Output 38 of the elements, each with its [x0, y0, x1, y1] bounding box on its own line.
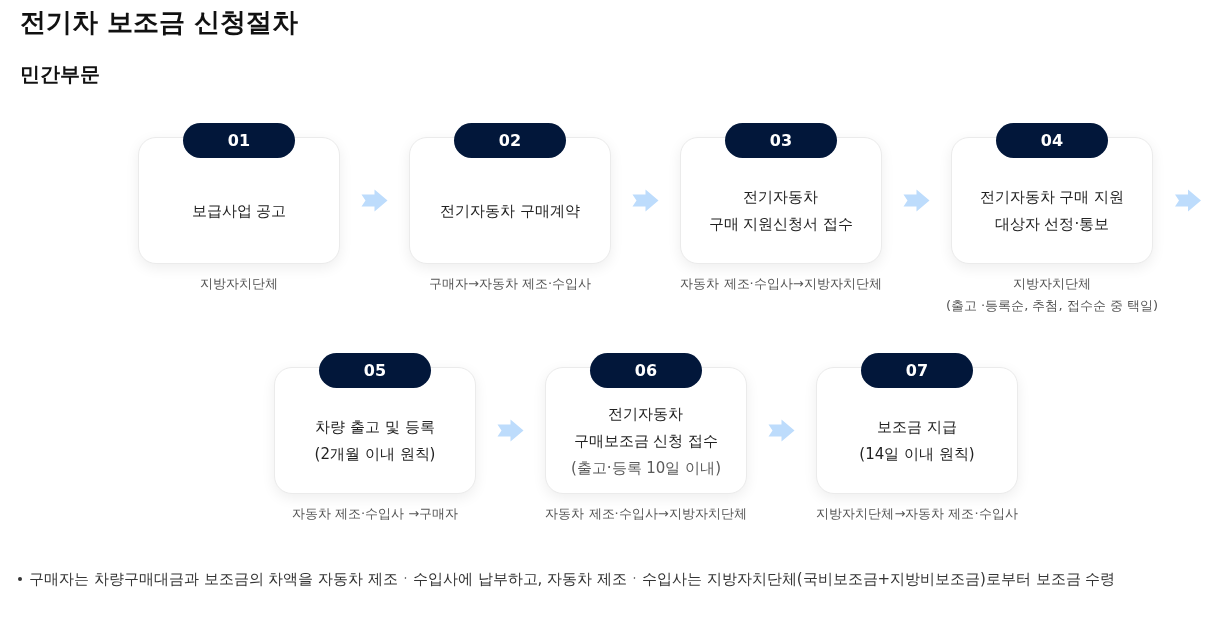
- step-card: [274, 353, 476, 494]
- step-card: [545, 353, 747, 494]
- flow-arrow: [1175, 189, 1201, 212]
- step-text: 전기자동차 구매계약: [440, 200, 580, 222]
- flow-arrow: [361, 189, 388, 212]
- footnote: 구매자는 차량구매대금과 보조금의 차액을 자동차 제조ㆍ수입사에 납부하고, 자동차 제조ㆍ수입사는 지방자치단체(국비보조금+지방비보조금)로부터 보조금 수령: [29, 569, 1116, 590]
- step-text: 전기자동차 구매 지원 대상자 선정·통보: [979, 187, 1125, 235]
- step-card: [138, 123, 340, 264]
- step-card: [816, 353, 1018, 494]
- step-number-badge: 02: [454, 123, 566, 158]
- step-number-badge: 05: [319, 353, 431, 388]
- actor-label: 지방자치단체: [200, 275, 278, 293]
- flow-arrow: [497, 419, 524, 442]
- step-number-badge: 01: [183, 123, 295, 158]
- step-text: 전기자동차 구매보조금 신청 접수: [573, 404, 719, 452]
- step-number-badge: 04: [996, 123, 1108, 158]
- step-card: [951, 123, 1153, 264]
- step-text: 차량 출고 및 등록 (2개월 이내 원칙): [314, 417, 436, 465]
- step-card: [409, 123, 611, 264]
- step-number-badge: 07: [861, 353, 973, 388]
- step-note: (출고·등록 10일 이내): [570, 458, 722, 479]
- section-heading: 민간부문: [20, 61, 100, 88]
- actor-label: 자동차 제조·수입사 →구매자: [291, 505, 459, 523]
- step-card: [680, 123, 882, 264]
- page-title: 전기차 보조금 신청절차: [20, 6, 299, 39]
- step-number-badge: 03: [725, 123, 837, 158]
- actor-label: 자동차 제조·수입사→지방자치단체: [545, 505, 747, 523]
- step-text: 전기자동차 구매 지원신청서 접수: [708, 187, 854, 235]
- actor-label: 지방자치단체: [1013, 275, 1091, 293]
- step-number-badge: 06: [590, 353, 702, 388]
- step-text: 보조금 지급 (14일 이내 원칙): [859, 417, 975, 465]
- flow-arrow: [632, 189, 659, 212]
- actor-label: 자동차 제조·수입사→지방자치단체: [680, 275, 882, 293]
- step-text: 보급사업 공고: [191, 200, 287, 222]
- flow-arrow: [768, 419, 795, 442]
- actor-label: (출고 ·등록순, 추첨, 접수순 중 택일): [945, 297, 1159, 315]
- actor-label: 지방자치단체→자동차 제조·수입사: [816, 505, 1018, 523]
- actor-label: 구매자→자동차 제조·수입사: [428, 275, 592, 293]
